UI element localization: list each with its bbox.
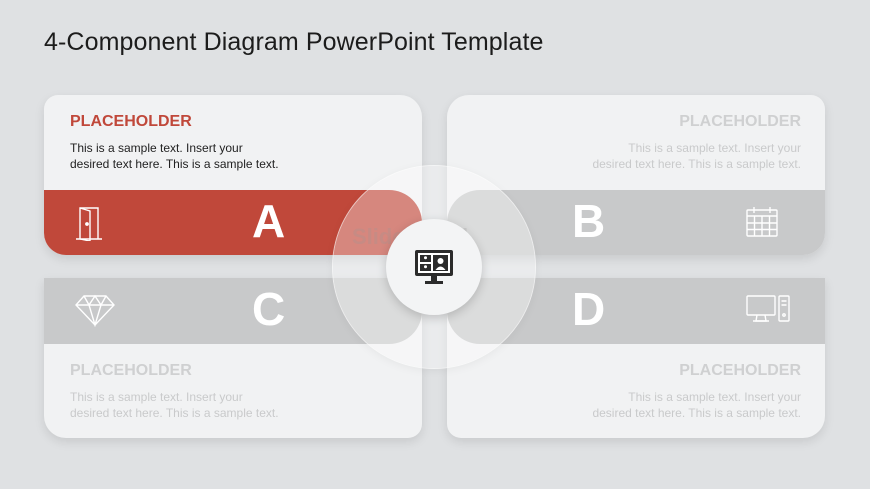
component-a-body-line1: This is a sample text. Insert your [70, 141, 243, 155]
component-a-text: PLACEHOLDER This is a sample text. Inser… [70, 113, 390, 172]
component-d-text: PLACEHOLDER This is a sample text. Inser… [481, 362, 801, 421]
component-a-letter: A [252, 195, 286, 247]
component-c-body-line2: desired text here. This is a sample text… [70, 406, 279, 420]
component-card-a[interactable]: PLACEHOLDER This is a sample text. Inser… [44, 95, 422, 255]
component-card-c[interactable]: C PLACEHOLDER This is a sample text. Ins… [44, 278, 422, 438]
diamond-icon [74, 293, 116, 332]
calendar-icon [745, 205, 779, 244]
component-d-band: D [447, 278, 825, 344]
component-c-band: C [44, 278, 422, 344]
page-title: 4-Component Diagram PowerPoint Template [44, 28, 544, 56]
component-b-title: PLACEHOLDER [679, 113, 801, 130]
computer-icon [745, 293, 791, 330]
component-c-title: PLACEHOLDER [70, 362, 192, 379]
component-b-body: This is a sample text. Insert your desir… [481, 140, 801, 172]
component-b-letter: B [572, 195, 606, 247]
component-b-body-line1: This is a sample text. Insert your [628, 141, 801, 155]
component-d-body-line1: This is a sample text. Insert your [628, 390, 801, 404]
center-hub[interactable] [386, 219, 482, 315]
component-d-letter: D [572, 283, 606, 335]
video-conference-monitor-icon [415, 250, 453, 284]
component-c-body: This is a sample text. Insert your desir… [70, 389, 390, 421]
component-b-text: PLACEHOLDER This is a sample text. Inser… [481, 113, 801, 172]
component-a-title: PLACEHOLDER [70, 113, 192, 130]
door-icon [74, 205, 104, 246]
component-b-body-line2: desired text here. This is a sample text… [592, 157, 801, 171]
component-c-text: PLACEHOLDER This is a sample text. Inser… [70, 362, 390, 421]
component-a-band: A [44, 190, 422, 255]
component-c-body-line1: This is a sample text. Insert your [70, 390, 243, 404]
component-c-letter: C [252, 283, 286, 335]
component-d-title: PLACEHOLDER [679, 362, 801, 379]
component-d-body: This is a sample text. Insert your desir… [481, 389, 801, 421]
component-a-body-line2: desired text here. This is a sample text… [70, 157, 279, 171]
component-card-b[interactable]: PLACEHOLDER This is a sample text. Inser… [447, 95, 825, 255]
component-d-body-line2: desired text here. This is a sample text… [592, 406, 801, 420]
component-card-d[interactable]: D PLACEHOLDER This is a sample text. Ins… [447, 278, 825, 438]
component-b-band: B [447, 190, 825, 255]
component-a-body: This is a sample text. Insert your desir… [70, 140, 390, 172]
